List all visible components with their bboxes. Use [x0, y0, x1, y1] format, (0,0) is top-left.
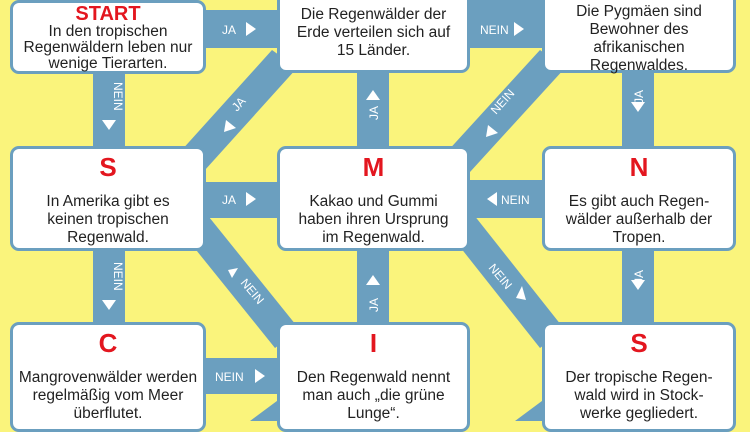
box-statement: Die Regenwälder der Erde verteilen sich …	[296, 6, 451, 59]
connector-b8-b4	[180, 212, 300, 348]
box-letter: START	[75, 3, 141, 25]
connector-b6-b5	[465, 180, 547, 218]
box-statement: Kakao und Gummi haben ihren Ursprung im …	[298, 193, 449, 246]
arrow-left-icon	[487, 192, 497, 206]
arrow-down-icon	[631, 280, 645, 290]
arrow-right-icon	[514, 22, 524, 36]
label-nein: NEIN	[215, 370, 244, 384]
label-ja: JA	[367, 298, 381, 312]
box-letter: S	[99, 152, 117, 182]
label-nein: NEIN	[501, 193, 530, 207]
connector-b4-b7	[93, 246, 125, 326]
quiz-box-s1: S In Amerika gibt es keinen tropischen R…	[10, 146, 206, 251]
arrow-down-icon	[102, 120, 116, 130]
quiz-box-3: Die Pygmäen sind Bewohner des afrikanisc…	[542, 0, 736, 74]
quiz-box-m: M Kakao und Gummi haben ihren Ursprung i…	[277, 146, 470, 251]
arrow-right-icon	[246, 192, 256, 206]
arrow-up-icon	[366, 275, 380, 285]
connector-b2-b5	[357, 68, 389, 152]
label-ja: JA	[632, 90, 646, 104]
label-nein: NEIN	[111, 82, 125, 111]
box-statement: In den tropischen Regenwäldern leben nur…	[23, 23, 193, 72]
arrow-down-icon	[631, 102, 645, 112]
box-letter: I	[369, 328, 378, 358]
connector-b5-b9	[445, 210, 565, 348]
label-ja: JA	[229, 94, 249, 114]
arrow-right-icon	[255, 369, 265, 383]
quiz-box-i: I Den Regenwald nennt man auch „die grün…	[277, 322, 470, 432]
arrow-down-left-icon	[486, 125, 498, 137]
quiz-box-start: START In den tropischen Regenwäldern leb…	[10, 0, 206, 74]
box-letter: S	[630, 328, 648, 358]
connector-b3-b5	[445, 50, 565, 172]
box-letter: C	[98, 328, 118, 358]
quiz-box-s2: S Der tropische Regen­wald wird in Stock…	[542, 322, 736, 432]
label-ja: JA	[367, 106, 381, 120]
label-nein: NEIN	[480, 23, 509, 37]
arrow-down-left-icon	[224, 120, 236, 132]
label-nein: NEIN	[111, 262, 125, 291]
connector-b5-b8	[357, 246, 389, 326]
connector-b1-b4	[93, 68, 125, 152]
arrow-down-right-icon	[516, 286, 526, 300]
label-ja: JA	[222, 23, 236, 37]
arrow-up-left-icon	[228, 268, 238, 278]
box-statement: In Amerika gibt es keinen tropischen Reg…	[46, 193, 170, 246]
box-statement: Mangrovenwälder werden regelmäßig vom Me…	[18, 369, 198, 422]
box-statement: Es gibt auch Regen­wälder außerhalb der …	[565, 193, 713, 246]
quiz-box-2: Die Regenwälder der Erde verteilen sich …	[277, 0, 470, 73]
quiz-box-c: C Mangrovenwälder werden regelmäßig vom …	[10, 322, 206, 432]
connector-b4-b5	[200, 182, 282, 218]
arrow-right-icon	[246, 22, 256, 36]
box-statement: Der tropische Regen­wald wird in Stock­w…	[565, 369, 713, 422]
box-letter: M	[362, 152, 385, 182]
box-statement: Den Regenwald nennt man auch „die grüne …	[296, 369, 451, 422]
connector-b2-to-b3	[465, 0, 547, 48]
box-letter: N	[629, 152, 649, 182]
connector-b7-b8	[200, 358, 282, 394]
box-statement: Die Pygmäen sind Bewohner des afrikanisc…	[576, 3, 702, 74]
quiz-box-n: N Es gibt auch Regen­wälder außerhalb de…	[542, 146, 736, 251]
arrow-up-icon	[366, 90, 380, 100]
arrow-down-icon	[102, 300, 116, 310]
connector-b2-b4	[180, 50, 297, 170]
label-ja: JA	[222, 193, 236, 207]
connector-start-to-b2	[200, 10, 282, 48]
